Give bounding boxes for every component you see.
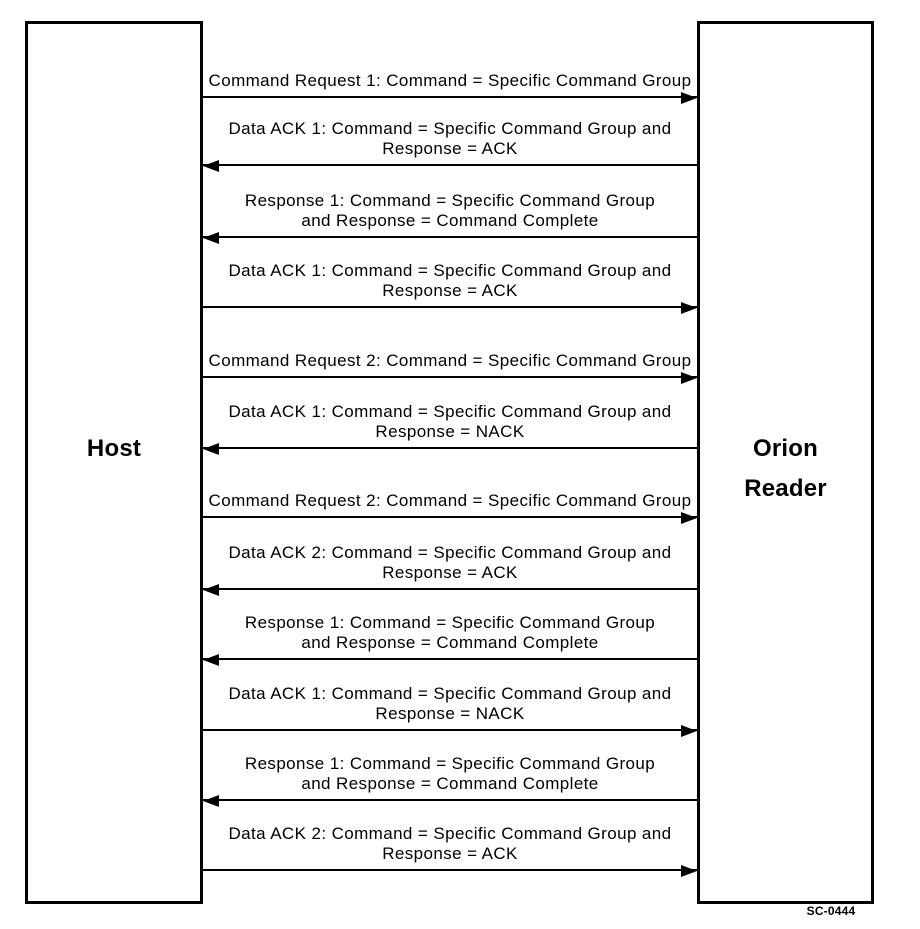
message-label: Response 1: Command = Specific Command G… bbox=[244, 613, 656, 652]
message-arrow bbox=[203, 725, 697, 737]
message-label: Response 1: Command = Specific Command G… bbox=[244, 191, 656, 230]
reader-label: Orion Reader bbox=[744, 434, 827, 502]
host-label: Host bbox=[86, 434, 142, 462]
message-arrow bbox=[203, 372, 697, 384]
message-label: Command Request 2: Command = Specific Co… bbox=[208, 491, 692, 510]
message-arrow bbox=[203, 865, 697, 877]
message-label: Data ACK 1: Command = Specific Command G… bbox=[228, 684, 672, 723]
message-label: Data ACK 2: Command = Specific Command G… bbox=[228, 824, 672, 863]
message-arrow bbox=[203, 795, 697, 807]
message-label: Data ACK 2: Command = Specific Command G… bbox=[228, 543, 672, 582]
message-label: Data ACK 1: Command = Specific Command G… bbox=[228, 119, 672, 158]
message-label: Command Request 1: Command = Specific Co… bbox=[208, 71, 692, 90]
message-label: Response 1: Command = Specific Command G… bbox=[244, 754, 656, 793]
message-arrow bbox=[203, 654, 697, 666]
arrow-right-icon bbox=[681, 92, 697, 104]
message-label: Command Request 2: Command = Specific Co… bbox=[208, 351, 692, 370]
message-arrow bbox=[203, 232, 697, 244]
message-label: Data ACK 1: Command = Specific Command G… bbox=[228, 261, 672, 300]
arrow-left-icon bbox=[203, 795, 219, 807]
arrow-left-icon bbox=[203, 654, 219, 666]
arrow-left-icon bbox=[203, 160, 219, 172]
arrow-right-icon bbox=[681, 512, 697, 524]
reader-box: Orion Reader bbox=[697, 21, 874, 904]
message-arrow bbox=[203, 443, 697, 455]
arrow-right-icon bbox=[681, 302, 697, 314]
arrow-right-icon bbox=[681, 372, 697, 384]
arrow-left-icon bbox=[203, 584, 219, 596]
arrow-right-icon bbox=[681, 865, 697, 877]
message-arrow bbox=[203, 92, 697, 104]
host-box: Host bbox=[25, 21, 203, 904]
message-arrow bbox=[203, 160, 697, 172]
arrow-left-icon bbox=[203, 232, 219, 244]
arrow-right-icon bbox=[681, 725, 697, 737]
message-label: Data ACK 1: Command = Specific Command G… bbox=[228, 402, 672, 441]
figure-id: SC-0444 bbox=[806, 904, 856, 918]
message-arrow bbox=[203, 584, 697, 596]
message-arrow bbox=[203, 302, 697, 314]
message-arrow bbox=[203, 512, 697, 524]
arrow-left-icon bbox=[203, 443, 219, 455]
